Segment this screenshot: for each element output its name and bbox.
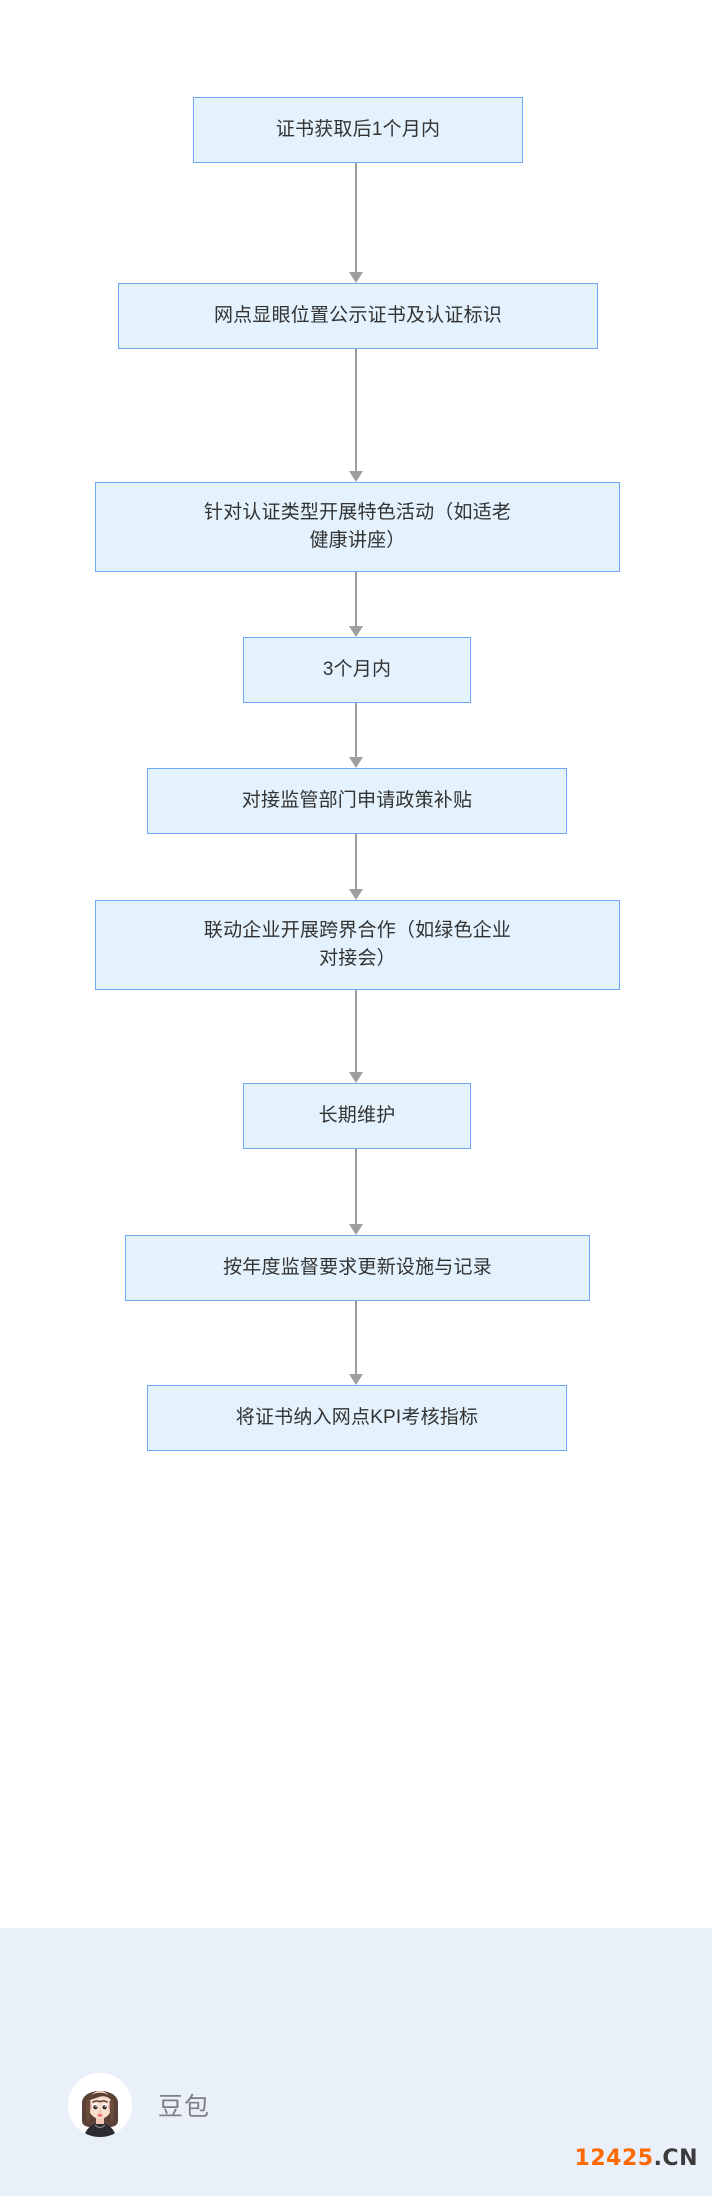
footer-bar bbox=[0, 1928, 712, 2196]
flowchart-canvas: 证书获取后1个月内 网点显眼位置公示证书及认证标识 针对认证类型开展特色活动（如… bbox=[95, 97, 620, 1451]
connector-4-5 bbox=[355, 703, 357, 757]
arrow-head-1-2 bbox=[349, 272, 363, 283]
flow-node-label: 3个月内 bbox=[322, 659, 392, 681]
arrow-head-6-7 bbox=[349, 1072, 363, 1083]
flow-node-8[interactable]: 按年度监督要求更新设施与记录 bbox=[125, 1235, 590, 1301]
connector-1-2 bbox=[355, 163, 357, 272]
flow-node-9[interactable]: 将证书纳入网点KPI考核指标 bbox=[147, 1385, 567, 1451]
flow-node-7[interactable]: 长期维护 bbox=[243, 1083, 471, 1149]
arrow-head-2-3 bbox=[349, 471, 363, 482]
arrow-head-5-6 bbox=[349, 889, 363, 900]
arrow-head-3-4 bbox=[349, 626, 363, 637]
footer-profile-name: 豆包 bbox=[158, 2093, 211, 2121]
flow-node-label: 长期维护 bbox=[318, 1105, 396, 1127]
flow-node-5[interactable]: 对接监管部门申请政策补贴 bbox=[147, 768, 567, 834]
connector-8-9 bbox=[355, 1301, 357, 1374]
flow-node-label: 对接监管部门申请政策补贴 bbox=[241, 790, 473, 812]
flow-node-3[interactable]: 针对认证类型开展特色活动（如适老 健康讲座） bbox=[95, 482, 620, 572]
flow-node-label: 证书获取后1个月内 bbox=[275, 119, 441, 141]
arrow-head-8-9 bbox=[349, 1374, 363, 1385]
connector-5-6 bbox=[355, 834, 357, 889]
watermark-number: 12425 bbox=[574, 2146, 654, 2171]
watermark-tld: .CN bbox=[653, 2146, 698, 2171]
flow-node-label: 网点显眼位置公示证书及认证标识 bbox=[213, 305, 502, 327]
connector-3-4 bbox=[355, 572, 357, 626]
connector-2-3 bbox=[355, 349, 357, 471]
flow-node-label: 将证书纳入网点KPI考核指标 bbox=[235, 1407, 479, 1429]
flow-node-1[interactable]: 证书获取后1个月内 bbox=[193, 97, 523, 163]
avatar-female-icon bbox=[68, 2073, 132, 2137]
flow-node-6[interactable]: 联动企业开展跨界合作（如绿色企业 对接会） bbox=[95, 900, 620, 990]
connector-6-7 bbox=[355, 990, 357, 1072]
arrow-head-7-8 bbox=[349, 1224, 363, 1235]
connector-7-8 bbox=[355, 1149, 357, 1224]
flow-node-4[interactable]: 3个月内 bbox=[243, 637, 471, 703]
flow-node-label: 联动企业开展跨界合作（如绿色企业 对接会） bbox=[203, 920, 512, 969]
arrow-head-4-5 bbox=[349, 757, 363, 768]
flow-node-label: 针对认证类型开展特色活动（如适老 健康讲座） bbox=[203, 502, 512, 551]
flow-node-2[interactable]: 网点显眼位置公示证书及认证标识 bbox=[118, 283, 598, 349]
footer-profile: 豆包 bbox=[68, 2073, 210, 2137]
watermark: 12425.CN bbox=[575, 2146, 698, 2171]
flow-node-label: 按年度监督要求更新设施与记录 bbox=[223, 1257, 492, 1279]
